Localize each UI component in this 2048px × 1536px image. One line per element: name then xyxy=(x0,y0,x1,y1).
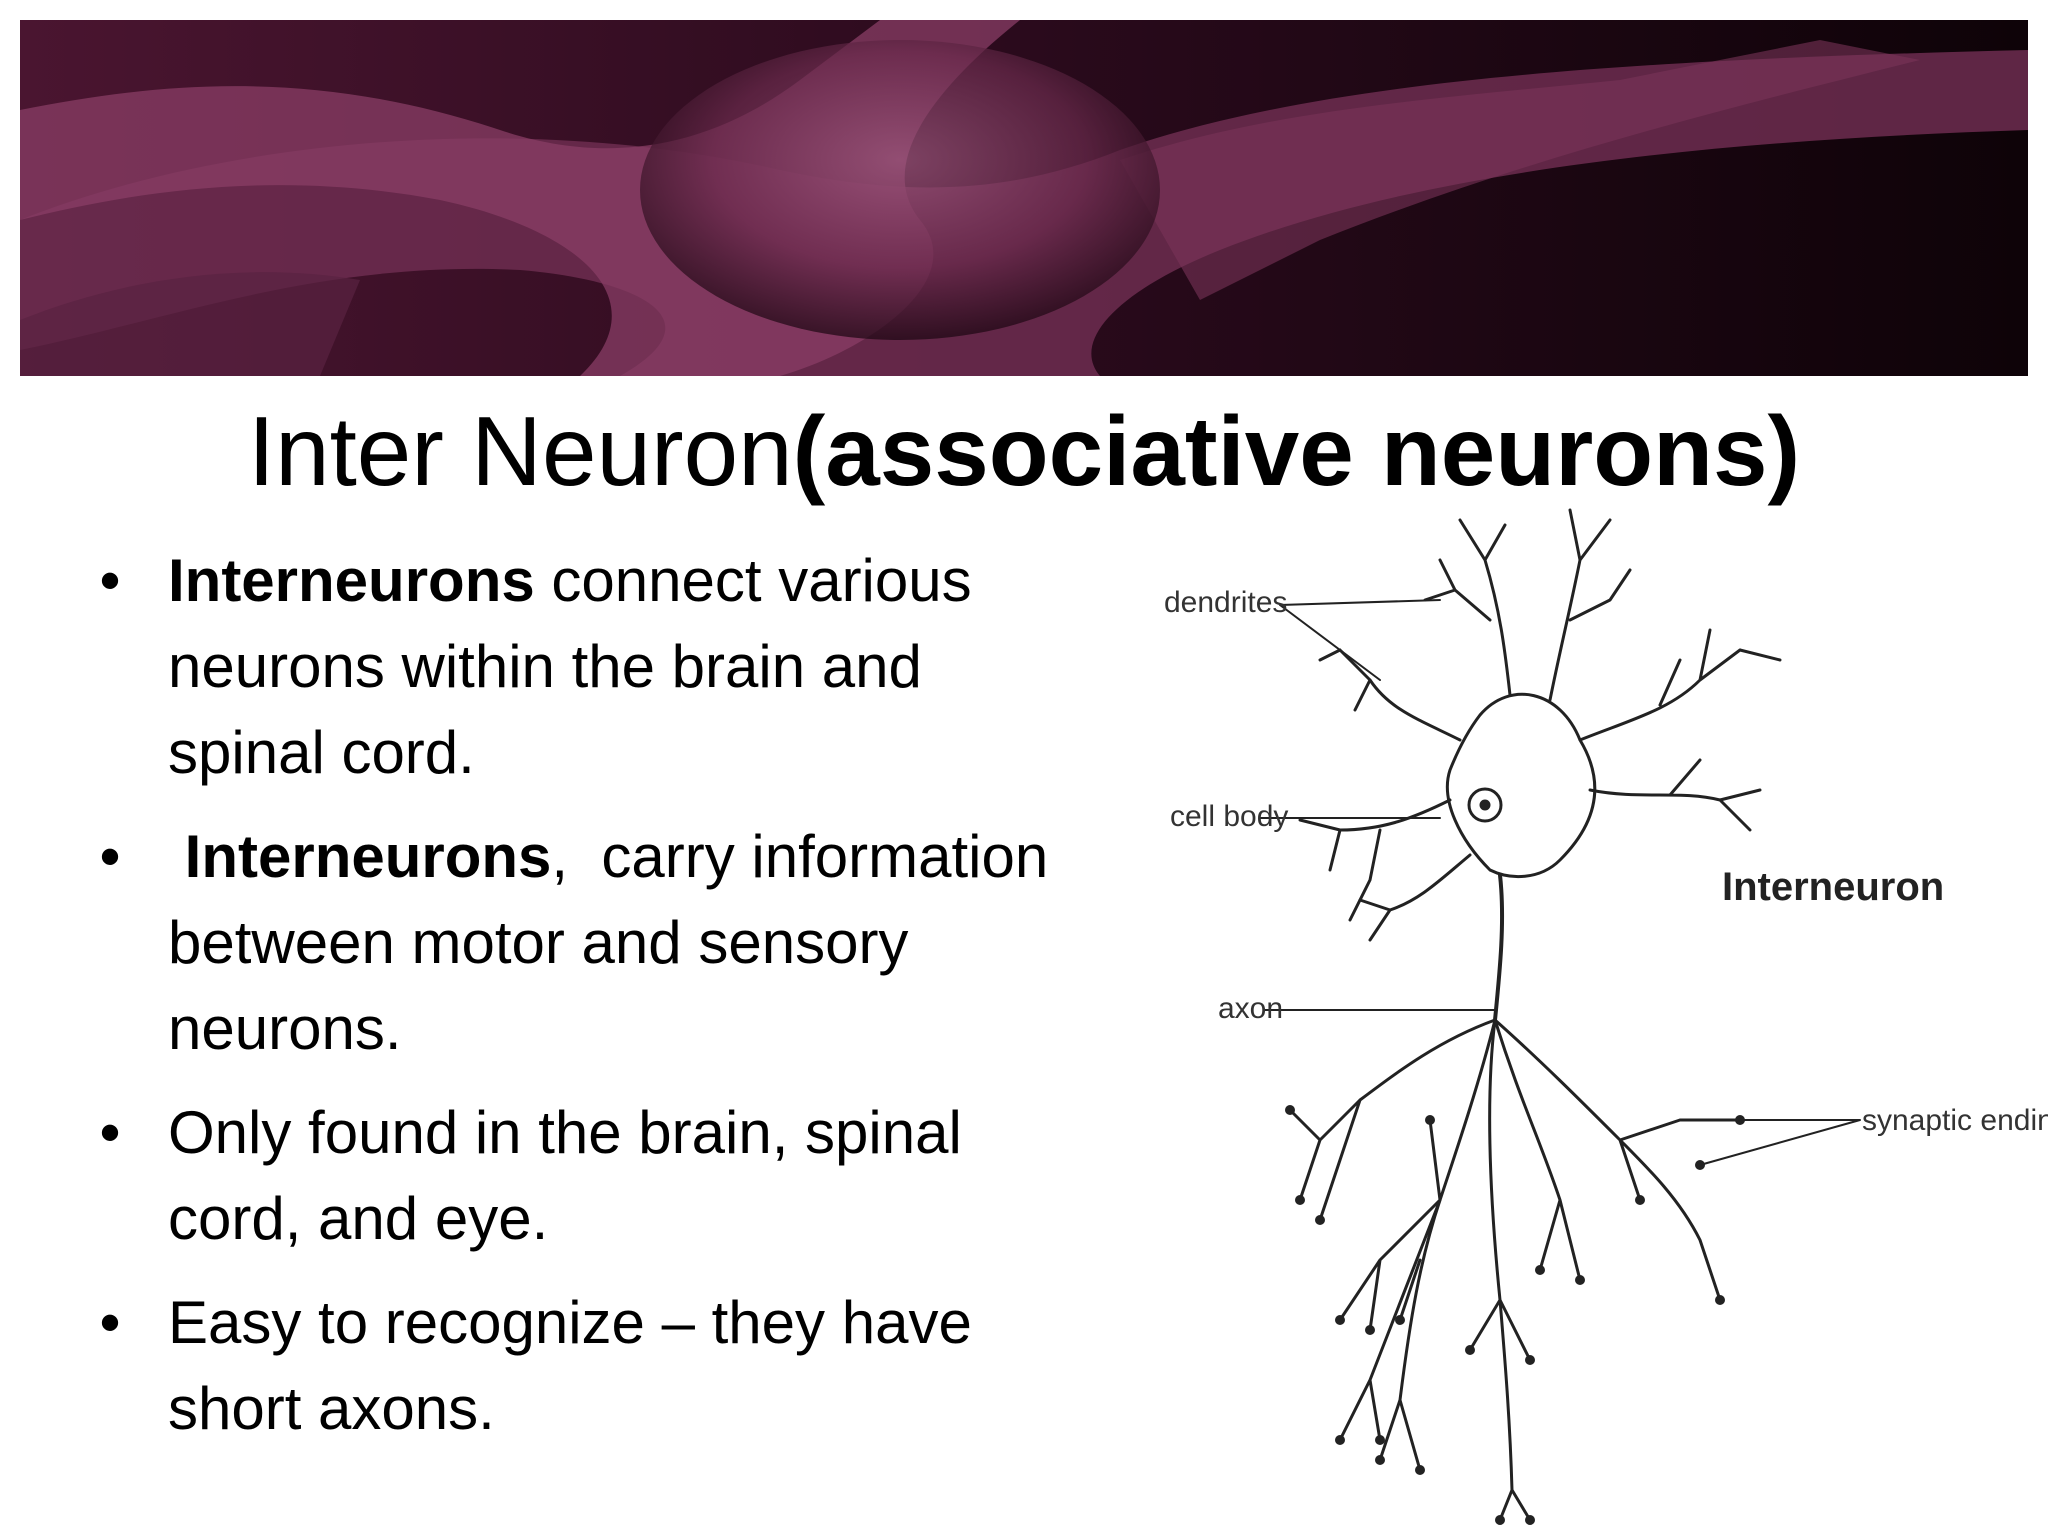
bullet-item: • Interneurons, carry information betwee… xyxy=(80,814,1090,1072)
synaptic-knobs xyxy=(1285,1105,1745,1525)
bullet-icon: • xyxy=(99,823,121,890)
dendrite-branch xyxy=(1423,518,1512,697)
bullet-item: • Interneurons connect various neurons w… xyxy=(80,538,1090,796)
bullet-icon: • xyxy=(99,547,121,614)
label-interneuron: Interneuron xyxy=(1722,865,1944,909)
nucleus-circle xyxy=(1467,787,1503,823)
cell-body-outline xyxy=(1445,692,1597,879)
label-dendrites: dendrites xyxy=(1164,586,1287,619)
bullet-text: Only found in the brain, spinal cord, an… xyxy=(168,1099,962,1252)
slide-title: Inter Neuron(associative neurons) xyxy=(0,395,2048,507)
bullet-text: , carry information between motor and se… xyxy=(168,823,1065,1062)
header-banner-image xyxy=(20,20,2028,376)
bullet-icon: • xyxy=(99,1099,121,1166)
axon-line xyxy=(1493,873,1505,1022)
label-axon: axon xyxy=(1218,992,1283,1025)
interneuron-diagram: dendrites cell body axon synaptic ending… xyxy=(1164,508,2048,1525)
bullet-list: • Interneurons connect various neurons w… xyxy=(80,538,1090,1470)
axon-terminal-branch xyxy=(1338,1198,1442,1442)
axon-terminal-branch xyxy=(1288,1018,1497,1222)
title-bold: (associative neurons) xyxy=(792,396,1801,506)
synaptic-endings-leader-line xyxy=(1699,1119,1861,1166)
bullet-text: Easy to recognize – they have short axon… xyxy=(168,1289,972,1442)
axon-terminal-branch xyxy=(1493,1018,1582,1282)
dendrite-branch xyxy=(1358,853,1472,942)
bullet-icon: • xyxy=(99,1289,121,1356)
dendrite-branch xyxy=(1578,628,1782,742)
axon-terminal-branch xyxy=(1338,1018,1497,1472)
dendrite-branch xyxy=(1548,508,1632,702)
neuron-photo-graphic xyxy=(20,20,2028,376)
label-cell-body: cell body xyxy=(1170,800,1288,833)
title-regular: Inter Neuron xyxy=(247,396,793,506)
dendrite-branch xyxy=(1298,798,1452,922)
bullet-bold-text: Interneurons xyxy=(168,547,535,614)
nucleolus-dot xyxy=(1479,799,1491,811)
bullet-bold-text: Interneurons xyxy=(168,823,552,890)
bullet-item: • Easy to recognize – they have short ax… xyxy=(80,1280,1090,1452)
bullet-item: • Only found in the brain, spinal cord, … xyxy=(80,1090,1090,1262)
label-synaptic-endings: synaptic endings xyxy=(1862,1104,2048,1137)
axon-terminal-branch xyxy=(1468,1018,1532,1522)
bullet-text: connect various neurons within the brain… xyxy=(168,547,972,786)
dendrite-branch xyxy=(1588,758,1762,832)
dendrites-leader-line xyxy=(1279,599,1441,681)
axon-terminal-branch xyxy=(1493,1018,1742,1302)
dendrite-branch xyxy=(1318,648,1462,742)
